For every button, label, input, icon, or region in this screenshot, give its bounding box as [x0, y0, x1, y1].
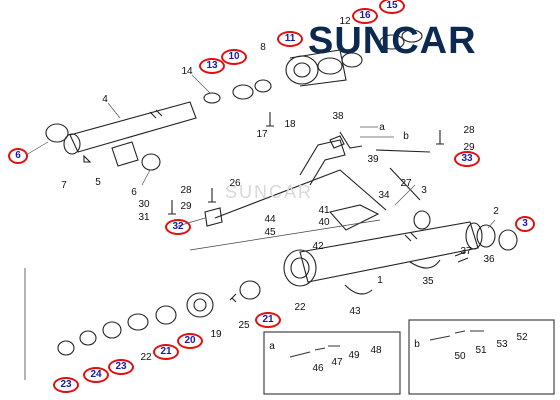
callout-c53: 53 [496, 339, 508, 350]
callout-cib: b [414, 339, 420, 350]
callout-c3b: 3 [522, 218, 528, 229]
inset-boxes [263, 319, 555, 395]
callout-c33: 33 [461, 153, 473, 164]
seal-rings-bottom [57, 280, 261, 356]
callout-c39: 39 [367, 154, 379, 165]
callout-c28b: 28 [180, 185, 192, 196]
callout-c23b: 23 [115, 361, 127, 372]
callout-c14: 14 [181, 66, 193, 77]
end-rings-right [413, 210, 518, 251]
callout-c44: 44 [264, 214, 276, 225]
callout-c8: 8 [260, 42, 266, 53]
callout-c48: 48 [370, 345, 382, 356]
callout-c21a: 21 [262, 314, 274, 325]
callout-c22b: 22 [140, 352, 152, 363]
callout-ring-c15 [379, 0, 405, 14]
callout-c23a: 23 [60, 379, 72, 390]
callout-c35: 35 [422, 276, 434, 287]
callout-ring-c23b [108, 359, 134, 375]
callout-c37: 37 [460, 246, 472, 257]
callout-c43: 43 [349, 306, 361, 317]
callout-c25: 25 [238, 320, 250, 331]
callout-c52: 52 [516, 332, 528, 343]
callout-c12: 12 [339, 16, 351, 27]
callout-c16: 16 [359, 10, 371, 21]
callout-c42: 42 [312, 241, 324, 252]
callout-c26: 26 [229, 178, 241, 189]
callout-c47: 47 [331, 357, 343, 368]
cylinder-tube [63, 101, 197, 155]
callout-c29b: 29 [180, 201, 192, 212]
callout-c6a: 6 [15, 150, 21, 161]
main-cylinder [283, 221, 483, 287]
callout-ca: a [379, 122, 385, 133]
callout-ring-c6a [8, 148, 28, 164]
callout-c10: 10 [228, 51, 240, 62]
callout-c51: 51 [475, 345, 487, 356]
callout-c49: 49 [348, 350, 360, 361]
callout-c31: 31 [138, 212, 150, 223]
callout-ring-c10 [221, 49, 247, 65]
callout-c46: 46 [312, 363, 324, 374]
callout-c5: 5 [95, 177, 101, 188]
callout-ring-c13 [199, 58, 225, 74]
callout-ring-c11 [277, 31, 303, 47]
callout-c41: 41 [318, 205, 330, 216]
callout-c22a: 22 [294, 302, 306, 313]
callout-ring-c32 [165, 219, 191, 235]
piping [214, 131, 431, 231]
callout-c50: 50 [454, 351, 466, 362]
callout-ring-c24 [83, 367, 109, 383]
leader-lines [25, 74, 496, 229]
cylinder-head [285, 49, 347, 87]
callout-ring-c3b [515, 216, 535, 232]
callout-c19: 19 [210, 329, 222, 340]
callout-c18: 18 [284, 119, 296, 130]
callout-c7: 7 [61, 180, 67, 191]
callout-c34: 34 [378, 190, 390, 201]
clamps [168, 112, 469, 295]
callout-c6b: 6 [131, 187, 137, 198]
callout-cb: b [403, 131, 409, 142]
callout-c32: 32 [172, 221, 184, 232]
callout-c24: 24 [90, 369, 102, 380]
callout-ring-c23a [53, 377, 79, 393]
callout-c30: 30 [138, 199, 150, 210]
callout-ring-c16 [352, 8, 378, 24]
frame-lines [24, 219, 381, 380]
seal-rings-top [203, 29, 423, 104]
callout-c28a: 28 [463, 125, 475, 136]
callout-c15: 15 [386, 0, 398, 11]
callout-ring-c21b [153, 344, 179, 360]
callout-ring-c20 [177, 333, 203, 349]
callout-c27: 27 [400, 178, 412, 189]
callout-ring-c21a [255, 312, 281, 328]
watermark: SUNCAR [225, 182, 314, 202]
bushing-left [45, 123, 161, 171]
callout-c13: 13 [206, 60, 218, 71]
callout-ring-c33 [454, 151, 480, 167]
callout-c2: 2 [493, 206, 499, 217]
callout-c4: 4 [102, 94, 108, 105]
suncar-logo: SUNCAR [308, 20, 477, 62]
callout-c20: 20 [184, 335, 196, 346]
callout-c45: 45 [264, 227, 276, 238]
callout-c17: 17 [256, 129, 268, 140]
callout-c36: 36 [483, 254, 495, 265]
callout-c38: 38 [332, 111, 344, 122]
callout-c3a: 3 [421, 185, 427, 196]
callout-c40: 40 [318, 217, 330, 228]
callout-cia: a [269, 341, 275, 352]
callout-c1: 1 [377, 275, 383, 286]
callout-c29a: 29 [463, 142, 475, 153]
callout-c11: 11 [284, 33, 296, 44]
callout-c21b: 21 [160, 346, 172, 357]
